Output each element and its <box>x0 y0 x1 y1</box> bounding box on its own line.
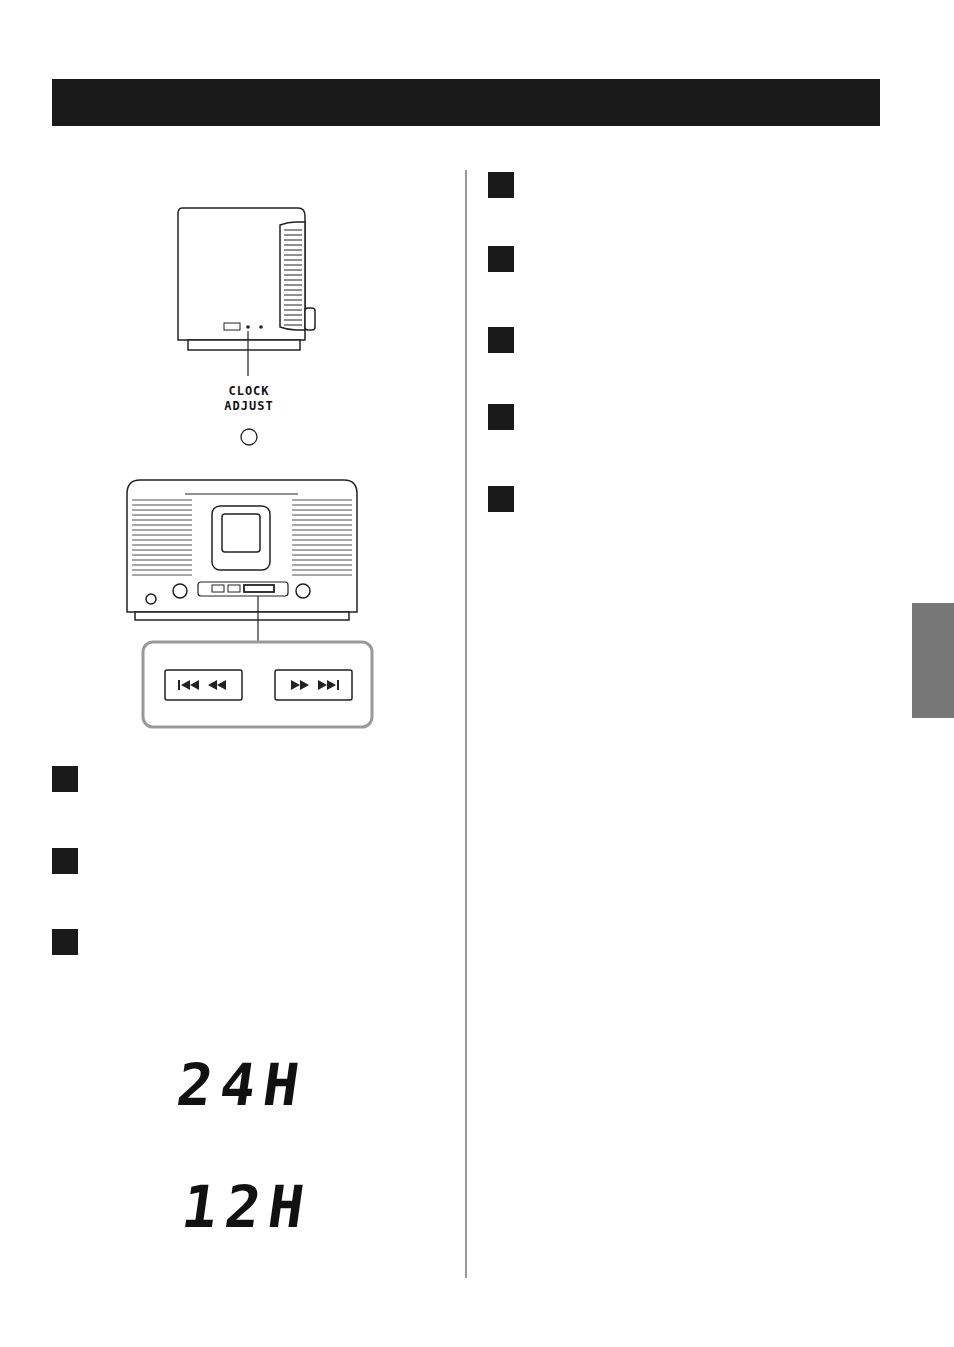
section-tab <box>912 603 954 718</box>
header-bar <box>52 79 880 126</box>
button-label: CLOCK ADJUST <box>217 384 281 414</box>
column-divider <box>466 170 467 1278</box>
display-readout: 24H <box>138 1052 347 1118</box>
skip-forward-button <box>275 670 352 700</box>
callout-frame <box>143 642 372 727</box>
display-readout: 12H <box>143 1174 352 1240</box>
side-view <box>178 208 315 350</box>
clock-adjust-button <box>241 429 257 445</box>
leader-line <box>257 596 258 642</box>
front-view <box>127 480 357 620</box>
skip-back-button <box>165 670 242 700</box>
step-markers <box>52 172 514 955</box>
leader-line <box>247 331 248 376</box>
